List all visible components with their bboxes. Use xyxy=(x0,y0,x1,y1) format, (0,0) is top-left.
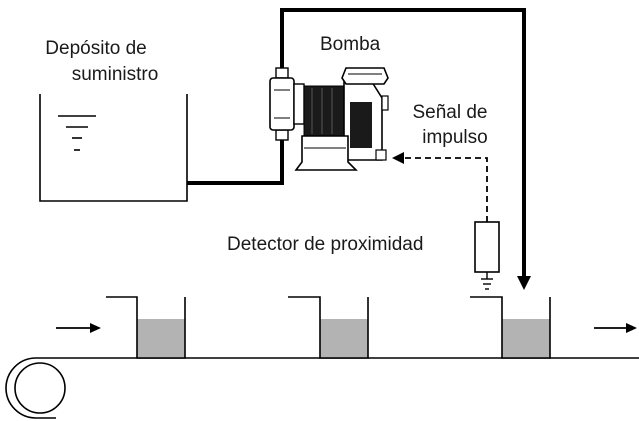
flow-arrow-icon xyxy=(594,323,637,333)
container-2 xyxy=(288,296,369,359)
discharge-arrow-icon xyxy=(517,276,531,290)
pump-label: Bomba xyxy=(320,34,381,55)
signal-arrow-icon xyxy=(392,152,404,164)
discharge-pipe xyxy=(280,8,526,279)
tank-label-line2: suministro xyxy=(72,64,159,85)
container-1 xyxy=(106,296,186,359)
container-3 xyxy=(470,296,551,359)
flow-arrow-icon xyxy=(56,323,101,333)
pump xyxy=(269,67,389,171)
proximity-detector xyxy=(474,221,500,290)
supply-tank xyxy=(39,94,188,202)
signal-label-line2: impulso xyxy=(422,127,487,148)
signal-label-line1: Señal de xyxy=(412,102,487,123)
detector-label: Detector de proximidad xyxy=(227,234,423,255)
water-level-icon xyxy=(58,115,96,151)
tank-label-line1: Depósito de xyxy=(45,38,146,59)
ground-icon xyxy=(481,272,493,290)
conveyor xyxy=(5,357,639,419)
impulse-signal-line xyxy=(402,157,488,222)
suction-pipe xyxy=(187,130,284,185)
conveyor-roller xyxy=(14,362,66,414)
